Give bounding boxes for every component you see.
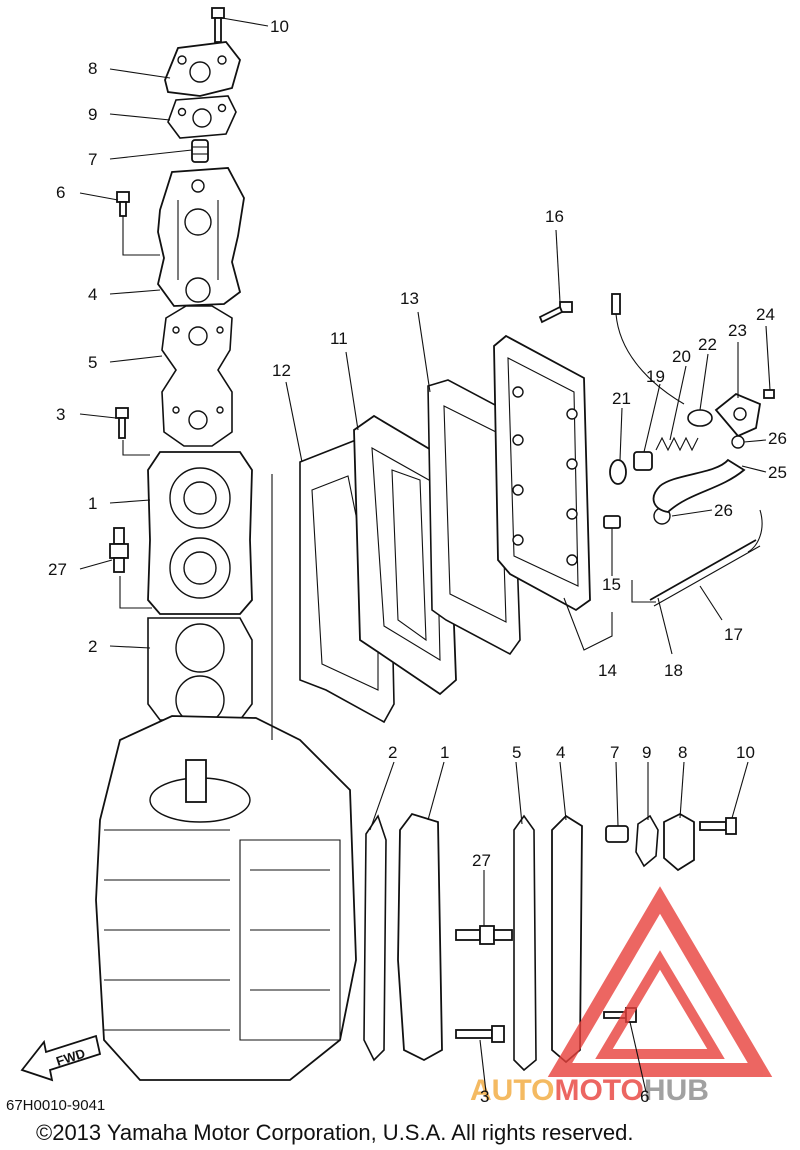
tube-17	[649, 539, 757, 601]
left-exploded-stack	[95, 7, 357, 1081]
callout-26-lower: 26	[714, 501, 733, 520]
copyright-notice: ©2013 Yamaha Motor Corporation, U.S.A. A…	[36, 1120, 633, 1145]
callout-8: 8	[88, 59, 97, 78]
side-gasket-2	[363, 814, 387, 1062]
side-cylinder-head-1	[397, 812, 443, 1062]
grommet-21	[609, 459, 627, 485]
side-spark-plug-27	[455, 925, 513, 945]
cover-bolt-holes	[512, 386, 578, 566]
callout-27: 27	[48, 560, 67, 579]
valve-19	[633, 451, 653, 471]
side-gasket-5	[513, 814, 537, 1072]
fitting-15	[603, 515, 621, 529]
hose-25	[652, 458, 746, 513]
callout-numbers: 10 8 9 7 6 4 5 3 1 27 2 16 13 11 12 23 2…	[48, 17, 787, 1106]
side-cover-8	[663, 812, 695, 872]
callout-14: 14	[598, 661, 617, 680]
callout-5-side: 5	[512, 743, 521, 762]
cylinder-head-cover-4	[157, 167, 245, 307]
callout-20: 20	[672, 347, 691, 366]
callout-7-side: 7	[610, 743, 619, 762]
forward-arrow: FWD	[20, 1034, 102, 1082]
callout-17: 17	[724, 625, 743, 644]
callout-11: 11	[330, 329, 348, 348]
callout-3: 3	[56, 405, 65, 424]
cylinder-head-1	[147, 451, 253, 615]
head-gasket-2	[147, 617, 253, 725]
cover-8	[164, 41, 241, 97]
callout-24: 24	[756, 305, 775, 324]
bolt-10	[211, 7, 225, 43]
callout-2-side: 2	[388, 743, 397, 762]
callout-9: 9	[88, 105, 97, 124]
callout-7: 7	[88, 150, 97, 169]
gasket-9	[167, 95, 237, 139]
side-thermostat-7	[605, 825, 629, 843]
callout-2: 2	[88, 637, 97, 656]
exhaust-cover-group	[299, 293, 775, 724]
callout-21: 21	[612, 389, 631, 408]
callout-22: 22	[698, 335, 717, 354]
callout-12: 12	[272, 361, 291, 380]
thermostat-7	[191, 139, 209, 163]
gasket-5	[161, 305, 233, 447]
callout-1-side: 1	[440, 743, 449, 762]
side-head-cover-4	[551, 814, 583, 1064]
side-view-parts	[363, 812, 737, 1072]
callout-3-side: 3	[480, 1087, 489, 1106]
callout-25: 25	[768, 463, 787, 482]
callout-18: 18	[664, 661, 683, 680]
callout-26-upper: 26	[768, 429, 787, 448]
side-gasket-9	[635, 814, 659, 868]
callout-19: 19	[646, 367, 665, 386]
callout-15: 15	[602, 575, 621, 594]
callout-16: 16	[545, 207, 564, 226]
diagram-code: 67H0010-9041	[6, 1097, 105, 1114]
callout-leaders	[79, 17, 771, 1093]
callout-10-side: 10	[736, 743, 755, 762]
pin-top	[611, 293, 621, 315]
callout-27-side: 27	[472, 851, 491, 870]
callout-13: 13	[400, 289, 419, 308]
spark-plug-27	[109, 527, 129, 573]
clamp-26-upper	[731, 435, 745, 449]
callout-6: 6	[56, 183, 65, 202]
callout-9-side: 9	[642, 743, 651, 762]
watermark-text: AUTOMOTOHUB	[470, 1074, 709, 1107]
callout-1: 1	[88, 494, 97, 513]
callout-4: 4	[88, 285, 97, 304]
callout-10: 10	[270, 17, 289, 36]
bolt-6	[116, 191, 130, 217]
watermark-moto: MOTO	[554, 1074, 643, 1107]
callout-8-side: 8	[678, 743, 687, 762]
gasket-22	[687, 409, 713, 427]
watermark-logo: AUTOMOTOHUB	[470, 886, 773, 1107]
spring-20	[655, 436, 699, 452]
callout-6-side: 6	[640, 1087, 649, 1106]
callout-23: 23	[728, 321, 747, 340]
callout-5: 5	[88, 353, 97, 372]
cylinder-block	[95, 715, 357, 1081]
side-bolt-10	[699, 817, 737, 835]
screw-24	[763, 389, 775, 399]
bolt-3	[115, 407, 129, 439]
watermark-hub: HUB	[644, 1074, 709, 1107]
side-bolt-3	[455, 1025, 505, 1043]
bolt-16	[538, 301, 573, 324]
callout-4-side: 4	[556, 743, 565, 762]
